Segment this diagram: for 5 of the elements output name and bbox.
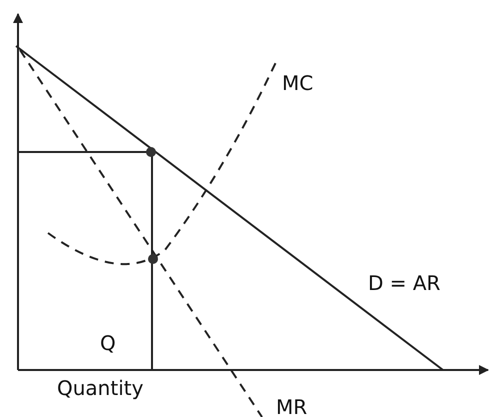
curve-label: MC (282, 73, 314, 93)
quantity-label: Q (100, 333, 116, 353)
curve-label: D = AR (368, 273, 440, 293)
axis-label: Quantity (57, 378, 144, 398)
curve-label: MR (276, 397, 308, 417)
